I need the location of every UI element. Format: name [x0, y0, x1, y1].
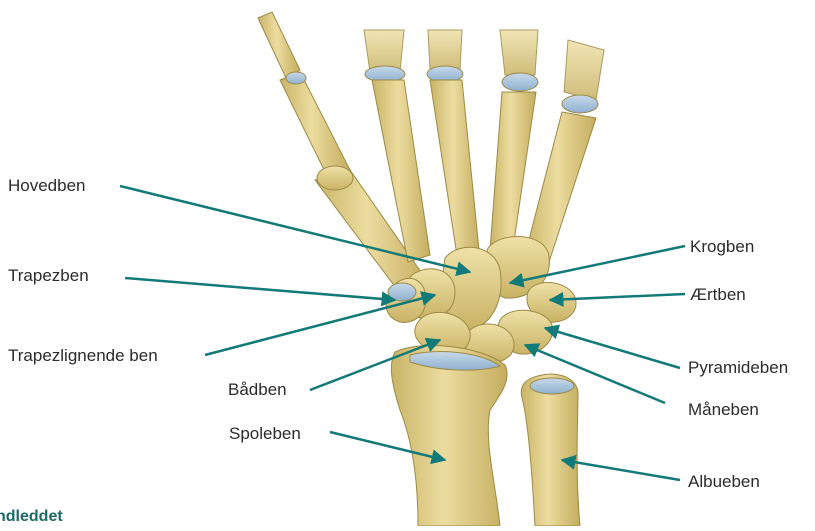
thumb-distal-phalanx [258, 12, 300, 78]
label-aertben: Ærtben [690, 285, 746, 305]
label-pyramideben: Pyramideben [688, 358, 788, 378]
trapezium-cartilage [388, 283, 416, 301]
label-albueben: Albueben [688, 472, 760, 492]
label-trapezlignende-ben: Trapezlignende ben [8, 346, 158, 366]
thumb-proximal-phalanx [280, 72, 350, 182]
little-proximal-phalanx [564, 40, 604, 100]
thumb-joint-cartilage [286, 72, 306, 84]
label-trapezben: Trapezben [8, 266, 89, 286]
ring-metacarpal [490, 92, 536, 255]
finger-bones [258, 12, 604, 300]
label-baadben: Bådben [228, 380, 287, 400]
ring-proximal-phalanx [500, 30, 538, 75]
leader-trapezlignende [205, 295, 435, 355]
figure-caption: ndleddet [0, 508, 63, 526]
label-maaneben: Måneben [688, 400, 759, 420]
label-spoleben: Spoleben [229, 424, 301, 444]
thumb-mcp-cartilage [317, 166, 353, 190]
label-hovedben: Hovedben [8, 176, 86, 196]
middle-metacarpal [430, 80, 480, 262]
ulna-cartilage [530, 378, 574, 394]
radius-bone [391, 346, 507, 526]
leader-albueben [562, 460, 680, 480]
ulna-bone [521, 374, 580, 526]
label-krogben: Krogben [690, 237, 754, 257]
leader-trapezben [125, 278, 395, 300]
ring-cartilage [502, 73, 538, 91]
middle-proximal-phalanx [428, 30, 462, 70]
forearm-bones [391, 346, 580, 526]
little-cartilage [562, 95, 598, 113]
